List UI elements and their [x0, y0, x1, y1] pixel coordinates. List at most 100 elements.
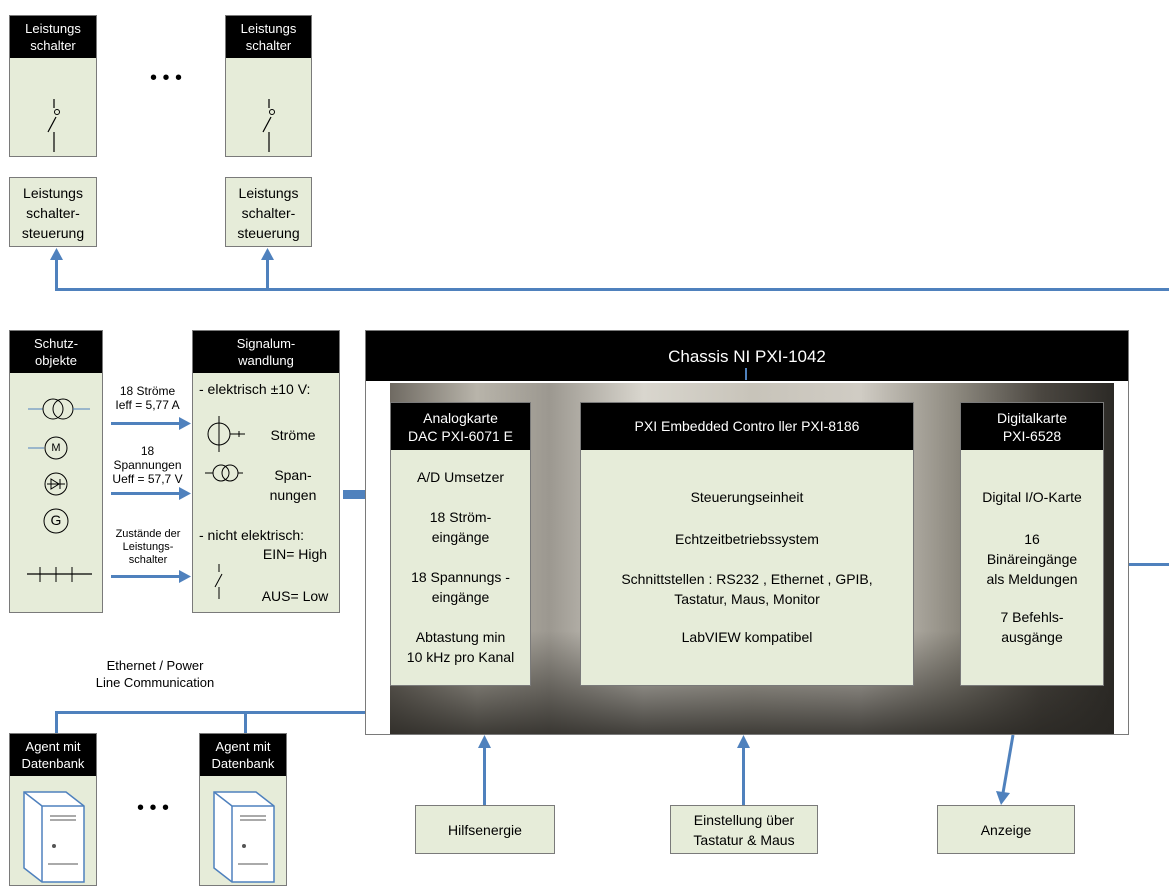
voltages-label: 18 Spannungen Ueff = 57,7 V: [105, 444, 190, 486]
current-transformer-icon: [207, 416, 245, 452]
aux-power-label: Hilfsenergie: [448, 822, 522, 838]
analog-title-line1: Analogkarte: [423, 409, 498, 426]
agent-box-1: Agent mit Datenbank: [9, 733, 97, 886]
breaker-control-line2: schalter-: [241, 205, 296, 221]
currents-label-line1: 18 Ströme: [119, 384, 176, 398]
motor-icon: [28, 436, 68, 460]
agent-title-line2: Datenbank: [21, 756, 85, 771]
currents-label: 18 Ströme Ieff = 5,77 A: [105, 384, 190, 412]
breaker-ellipsis: • • •: [149, 67, 183, 89]
controller-box: PXI Embedded Contro ller PXI-8186 Steuer…: [580, 402, 914, 686]
network-line-right-drop: [244, 711, 247, 733]
generator-icon: [43, 508, 69, 534]
keyboard-mouse-line2: Tastatur & Maus: [693, 832, 795, 848]
breaker-switch-icon: [47, 99, 60, 152]
conversion-off: AUS= Low: [261, 588, 329, 604]
breaker-box-1: Leistungs schalter: [9, 15, 97, 157]
controller-line3: Schnittstellen : RS232 , Ethernet , GPIB…: [621, 571, 873, 587]
digital-title-line2: PXI-6528: [1002, 427, 1062, 444]
analog-sampling: Abtastung min 10 kHz pro Kanal: [391, 627, 530, 667]
conversion-title-line1: Signalum-: [236, 336, 296, 351]
digital-line4: als Meldungen: [986, 571, 1078, 587]
agent-title-line2: Datenbank: [211, 756, 275, 771]
digital-output-line: [1104, 563, 1169, 566]
analog-sampling-line1: Abtastung min: [415, 629, 506, 645]
voltage-transformer-icon: [205, 464, 243, 482]
agent-box-2: Agent mit Datenbank: [199, 733, 287, 886]
analog-sampling-line2: 10 kHz pro Kanal: [406, 649, 515, 665]
breaker-switch-icon: [262, 99, 275, 152]
breaker-title-line2: schalter: [245, 38, 292, 53]
chassis-header: Chassis NI PXI-1042: [366, 331, 1128, 381]
network-line-left-drop: [55, 711, 58, 733]
controller-header: PXI Embedded Contro ller PXI-8186: [581, 403, 913, 450]
breaker-control-line1: Leistungs: [238, 185, 299, 201]
analog-inputs-currents: 18 Ström- eingänge: [391, 507, 530, 547]
protection-title-line2: objekte: [35, 353, 77, 368]
analog-inputs-currents-line2: eingänge: [431, 529, 490, 545]
network-label-line1: Ethernet / Power: [106, 658, 204, 673]
conversion-nonelectric: - nicht elektrisch:: [199, 527, 305, 543]
conversion-symbols: [205, 416, 245, 599]
controller-line5: LabVIEW kompatibel: [681, 629, 813, 645]
transformer-icon: [28, 398, 90, 420]
server-icon: [213, 791, 275, 883]
analog-title-line2: DAC PXI-6071 E: [407, 427, 514, 444]
agent-header: Agent mit Datenbank: [10, 734, 96, 776]
states-label-line3: schalter: [128, 554, 168, 566]
digital-line5: 7 Befehls-: [1000, 609, 1064, 625]
protection-title-line1: Schutz-: [33, 336, 79, 351]
controller-line4: Tastatur, Maus, Monitor: [674, 591, 820, 607]
network-label-line2: Line Communication: [95, 675, 215, 690]
analog-ad: A/D Umsetzer: [416, 469, 505, 485]
conversion-voltages: Span- nungen: [253, 465, 333, 505]
breaker-control-box-2: Leistungs schalter- steuerung: [225, 177, 312, 247]
voltages-label-line1: 18: [140, 444, 155, 458]
analog-inputs-voltages-line1: 18 Spannungs -: [411, 569, 510, 585]
protection-symbols: [27, 398, 92, 582]
digital-inputs: 16 Binäreingänge als Meldungen: [961, 529, 1103, 589]
analog-inputs-voltages: 18 Spannungs - eingänge: [391, 567, 530, 607]
conversion-voltages-line2: nungen: [269, 487, 317, 503]
breaker-control-line2: schalter-: [26, 205, 80, 221]
states-arrow: [111, 575, 179, 578]
display-box: Anzeige: [937, 805, 1075, 854]
conversion-title-line2: wandlung: [238, 353, 294, 368]
conversion-voltages-line1: Span-: [274, 467, 312, 483]
feedback-line-horizontal: [55, 288, 1169, 291]
breaker-control-line3: steuerung: [237, 225, 300, 241]
generator-letter: G: [50, 512, 62, 528]
conversion-currents: Ströme: [270, 427, 316, 443]
analog-inputs-currents-line1: 18 Ström-: [429, 509, 492, 525]
signal-conversion-box: Signalum- wandlung - elektrisch ±10 V: S…: [192, 330, 340, 613]
voltages-arrow: [111, 492, 179, 495]
digital-card-box: Digitalkarte PXI-6528 Digital I/O-Karte …: [960, 402, 1104, 686]
chassis-tick: [745, 368, 747, 380]
contact-switch-icon: [214, 564, 223, 599]
feedback-line-left-vertical: [55, 258, 58, 290]
controller-title: PXI Embedded Contro ller PXI-8186: [634, 418, 860, 434]
breaker-control-line1: Leistungs: [23, 185, 83, 201]
conversion-header: Signalum- wandlung: [193, 331, 339, 373]
digital-outputs: 7 Befehls- ausgänge: [961, 607, 1103, 647]
protection-header: Schutz- objekte: [10, 331, 102, 373]
analog-header: Analogkarte DAC PXI-6071 E: [391, 403, 530, 450]
voltages-label-line3: Ueff = 57,7 V: [112, 472, 183, 486]
network-line-horizontal: [55, 711, 568, 714]
controller-line2: Echtzeitbetriebssystem: [675, 531, 819, 547]
agent-title-line1: Agent mit: [215, 739, 271, 754]
diode-icon: [44, 472, 68, 496]
controller-interfaces: Schnittstellen : RS232 , Ethernet , GPIB…: [581, 569, 913, 609]
protection-objects-box: Schutz- objekte: [9, 330, 103, 613]
digital-title-line1: Digitalkarte: [996, 409, 1068, 426]
analog-inputs-voltages-line2: eingänge: [431, 589, 490, 605]
breaker-title-line1: Leistungs: [240, 21, 297, 36]
breaker-control-line3: steuerung: [21, 225, 85, 241]
states-label: Zustände der Leistungs- schalter: [103, 528, 193, 567]
conversion-electric: - elektrisch ±10 V:: [199, 381, 311, 397]
feedback-line-right-vertical: [266, 258, 269, 290]
digital-line2: 16: [1024, 531, 1040, 547]
